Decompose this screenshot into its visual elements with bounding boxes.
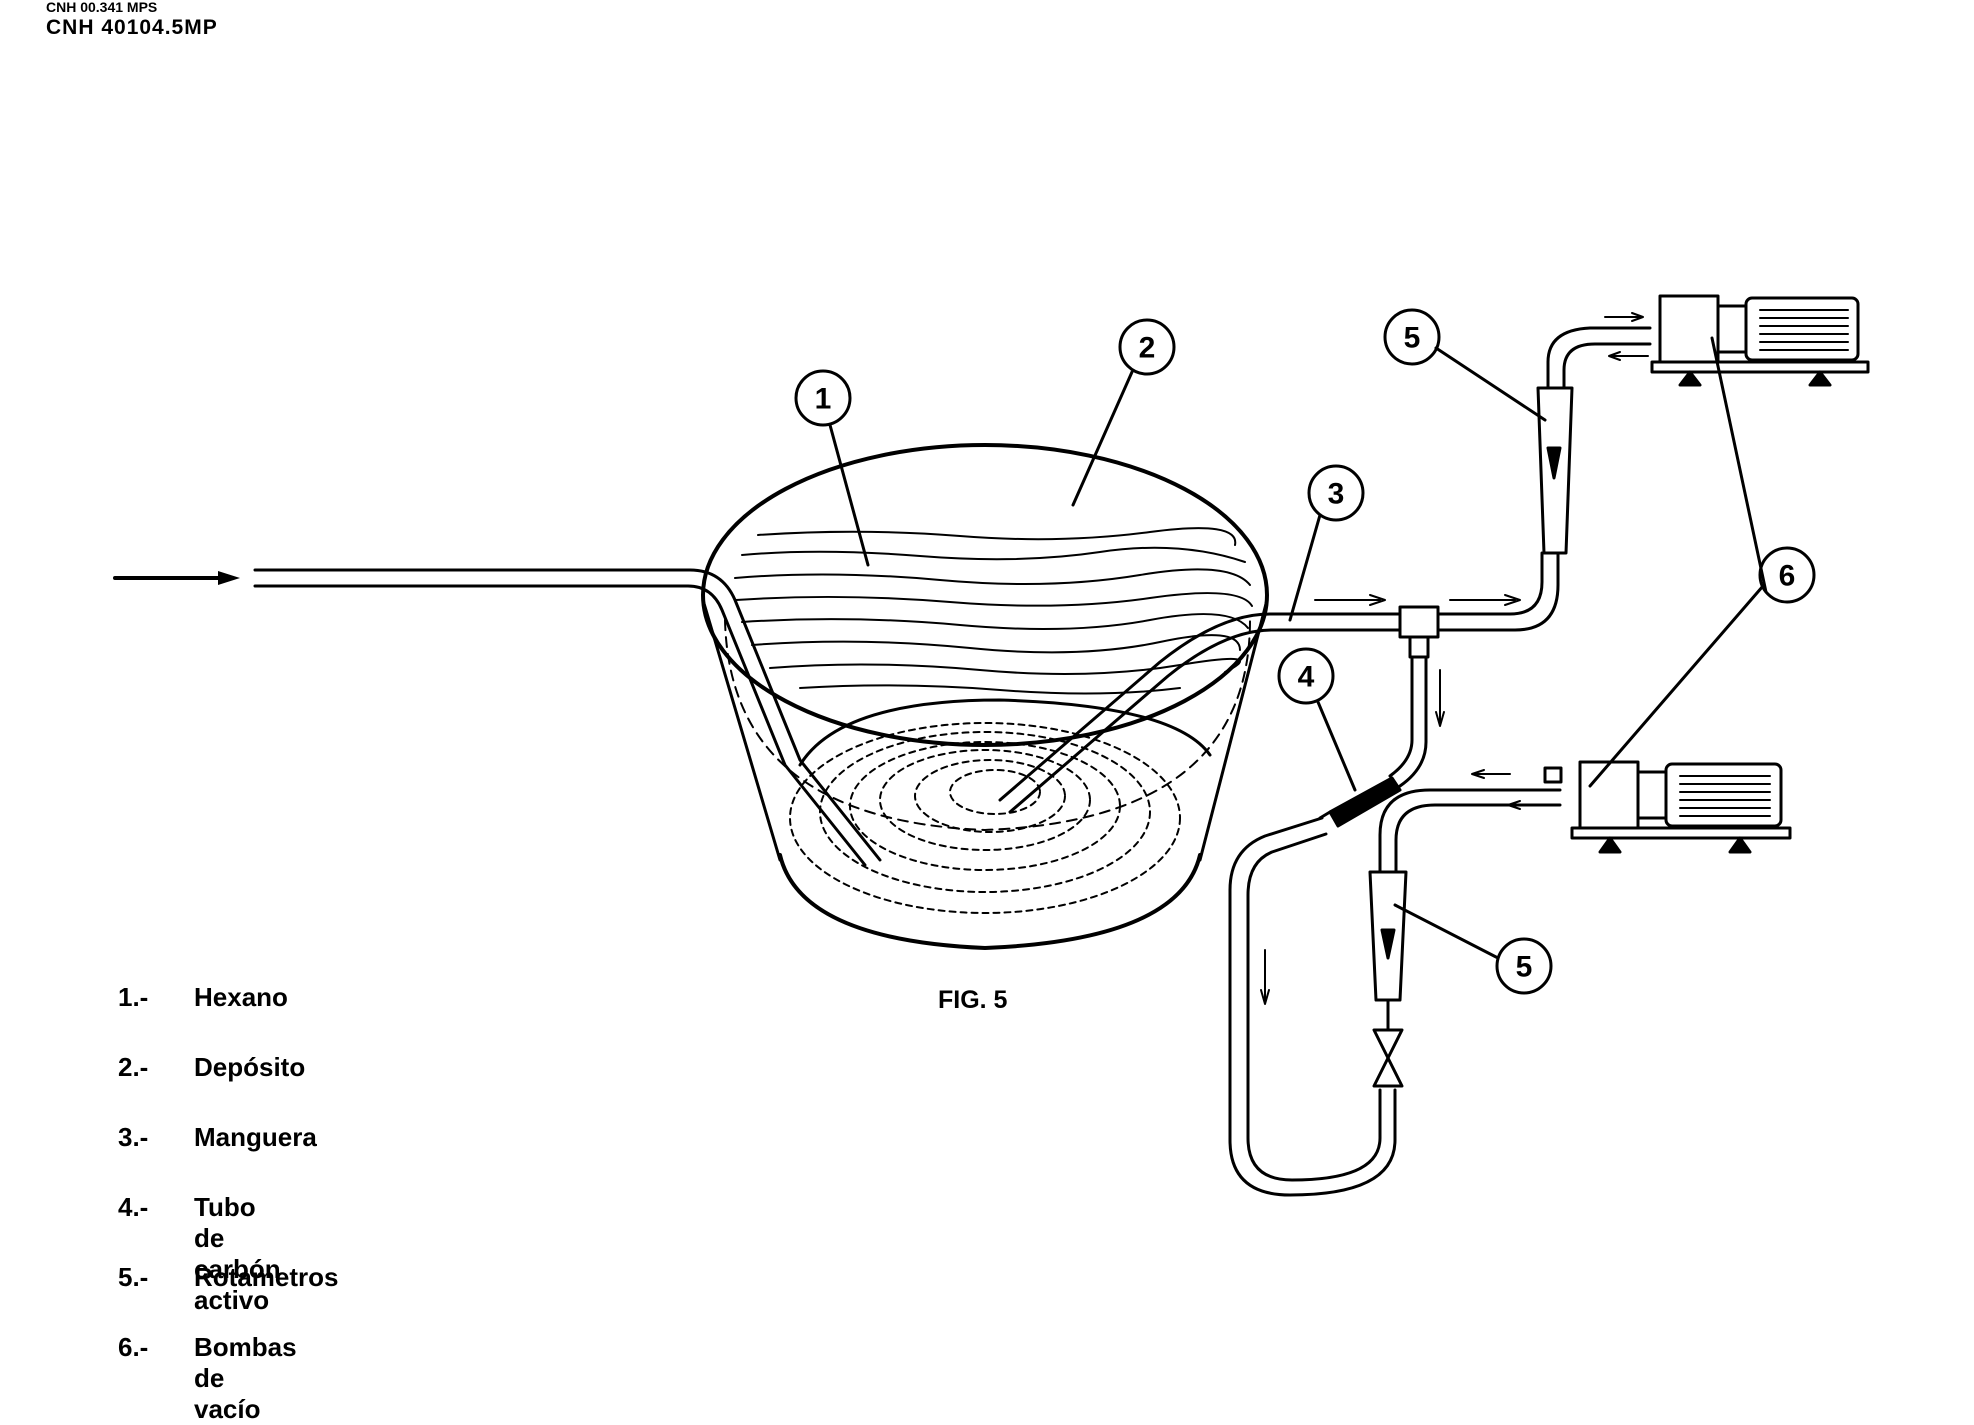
- inlet-arrow: [113, 571, 240, 585]
- legend-number: 4.-: [118, 1192, 149, 1222]
- vacuum-pump-lower: [1543, 760, 1792, 854]
- valve: [1372, 998, 1404, 1088]
- legend-label: Hexano: [194, 982, 288, 1012]
- callout-2-label: 2: [1139, 332, 1156, 365]
- callout-6-label: 6: [1779, 560, 1796, 593]
- carbon-tube: [1318, 776, 1402, 828]
- pump-flow-arrows-lower: [1471, 769, 1549, 810]
- hexane-liquid: [734, 527, 1253, 695]
- u-loop-hose: [1228, 816, 1397, 1197]
- legend-label: Tubo de carbón activo: [194, 1192, 281, 1315]
- callout-4: [1277, 647, 1357, 792]
- pump-flow-arrows-upper: [1604, 312, 1649, 361]
- legend-number: 5.-: [118, 1262, 149, 1292]
- document-header: CNH 00.341 MPS CNH 40104.5MP: [46, 0, 218, 38]
- tee-fitting: [1398, 605, 1440, 659]
- flow-arrow-down: [1435, 669, 1445, 727]
- callout-4-label: 4: [1298, 661, 1315, 694]
- legend-label: Depósito: [194, 1052, 306, 1082]
- coil-spiral: [789, 722, 1181, 914]
- header-code-2: CNH 40104.5MP: [46, 16, 218, 39]
- apparatus-diagram: 1 2 3 4 5 5 6: [113, 294, 1870, 1197]
- legend-label: Rotametros: [194, 1262, 339, 1292]
- callout-6: [1588, 336, 1816, 788]
- header-code-1: CNH 00.341 MPS: [46, 0, 158, 15]
- legend-number: 3.-: [118, 1122, 149, 1152]
- vacuum-pump-upper: [1650, 294, 1870, 387]
- legend-label: Bombas de vacío: [194, 1332, 297, 1424]
- callout-1: [794, 369, 870, 567]
- flow-arrow-loop: [1260, 949, 1270, 1005]
- flow-arrows-upper: [1314, 594, 1521, 606]
- figure-caption: FIG. 5: [938, 986, 1008, 1014]
- legend-number: 2.-: [118, 1052, 149, 1082]
- lower-pump-hose: [1378, 788, 1562, 874]
- callout-2: [1071, 318, 1176, 507]
- callout-1-label: 1: [815, 383, 832, 416]
- upper-branch-tube: [1436, 326, 1652, 632]
- callout-5b: [1393, 903, 1553, 995]
- callout-5b-label: 5: [1516, 951, 1533, 984]
- callout-3-label: 3: [1328, 478, 1345, 511]
- rotameter-upper: [1536, 386, 1574, 555]
- callout-5a-label: 5: [1404, 322, 1421, 355]
- tank-deposito: [701, 443, 1269, 950]
- legend-label: Manguera: [194, 1122, 317, 1152]
- callout-3: [1288, 464, 1365, 622]
- legend-number: 1.-: [118, 982, 149, 1012]
- legend-number: 6.-: [118, 1332, 149, 1362]
- hose-manguera: [998, 612, 1402, 814]
- callout-5a: [1383, 308, 1547, 422]
- lower-branch-tube: [1388, 655, 1428, 788]
- inlet-hose: [253, 568, 882, 867]
- rotameter-lower: [1368, 870, 1408, 1002]
